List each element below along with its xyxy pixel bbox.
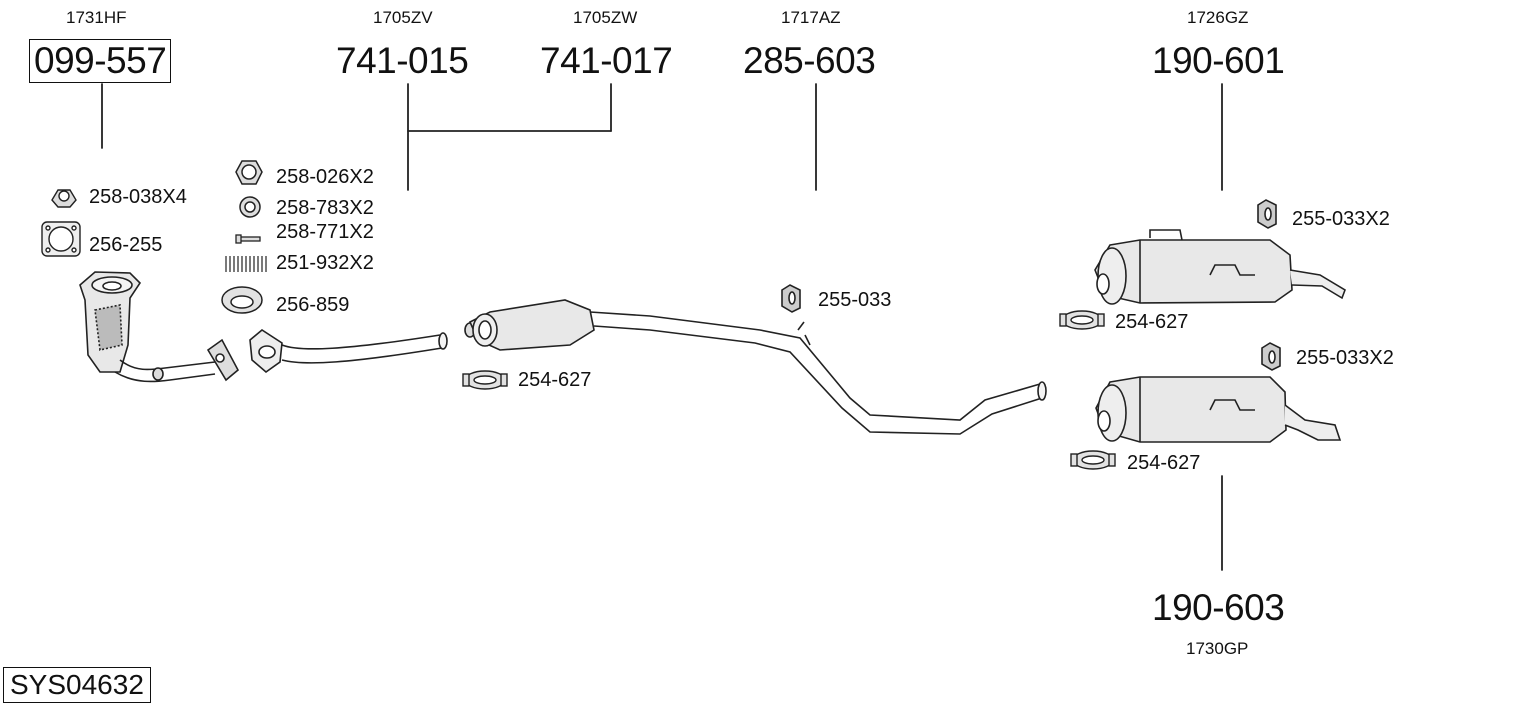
accessory-label-washer[interactable]: 258-783X2 [276,197,374,219]
ref-1717AZ: 1717AZ [781,8,841,27]
clamp-front-icon [462,370,508,390]
ref-1705ZW: 1705ZW [573,8,638,27]
accessory-label-ring-gasket[interactable]: 256-859 [276,294,350,316]
accessory-label-hex-nut[interactable]: 258-026X2 [276,166,374,188]
bolt-icon [235,234,261,244]
nut-icon [51,189,77,208]
front-pipe-shape [249,329,448,374]
accessory-label-spring[interactable]: 251-932X2 [276,252,374,274]
rear-silencer-lower-shape [1095,376,1342,443]
ref-1730GP: 1730GP [1186,639,1249,658]
accessory-label-hanger-rear-lower[interactable]: 255-033X2 [1296,347,1394,369]
hanger-rear-lower-icon [1261,342,1281,371]
accessory-label-clamp-rear-lower[interactable]: 254-627 [1127,452,1201,474]
ref-1731HF: 1731HF [66,8,127,27]
clamp-rear-lower-icon [1070,450,1116,470]
hanger-icon [781,284,801,313]
accessory-label-gasket[interactable]: 256-255 [89,234,163,256]
catalytic-converter-shape [79,271,240,383]
ref-1705ZV: 1705ZV [373,8,433,27]
middle-silencer-shape [464,299,1047,435]
hanger-rear-upper-icon [1257,199,1277,229]
washer-icon [239,196,261,218]
accessory-label-bolt[interactable]: 258-771X2 [276,221,374,243]
accessory-label-hanger-mid[interactable]: 255-033 [818,289,892,311]
ring-gasket-icon [221,286,263,314]
accessory-label-clamp-rear-upper[interactable]: 254-627 [1115,311,1189,333]
part-number-285-603[interactable]: 285-603 [743,40,876,81]
part-number-190-601[interactable]: 190-601 [1152,40,1285,81]
accessory-label-clamp-front[interactable]: 254-627 [518,369,592,391]
ref-1726GZ: 1726GZ [1187,8,1249,27]
gasket-icon [41,221,81,257]
accessory-label-nut[interactable]: 258-038X4 [89,186,187,208]
part-number-099-557[interactable]: 099-557 [29,39,172,83]
part-number-741-015[interactable]: 741-015 [336,40,469,81]
system-id-label: SYS04632 [3,667,151,703]
clamp-rear-upper-icon [1059,310,1105,330]
part-number-190-603[interactable]: 190-603 [1152,587,1285,628]
hex-nut-icon [235,160,263,185]
spring-icon [225,256,267,272]
part-number-741-017[interactable]: 741-017 [540,40,673,81]
accessory-label-hanger-rear-upper[interactable]: 255-033X2 [1292,208,1390,230]
rear-silencer-upper-shape [1094,229,1346,305]
